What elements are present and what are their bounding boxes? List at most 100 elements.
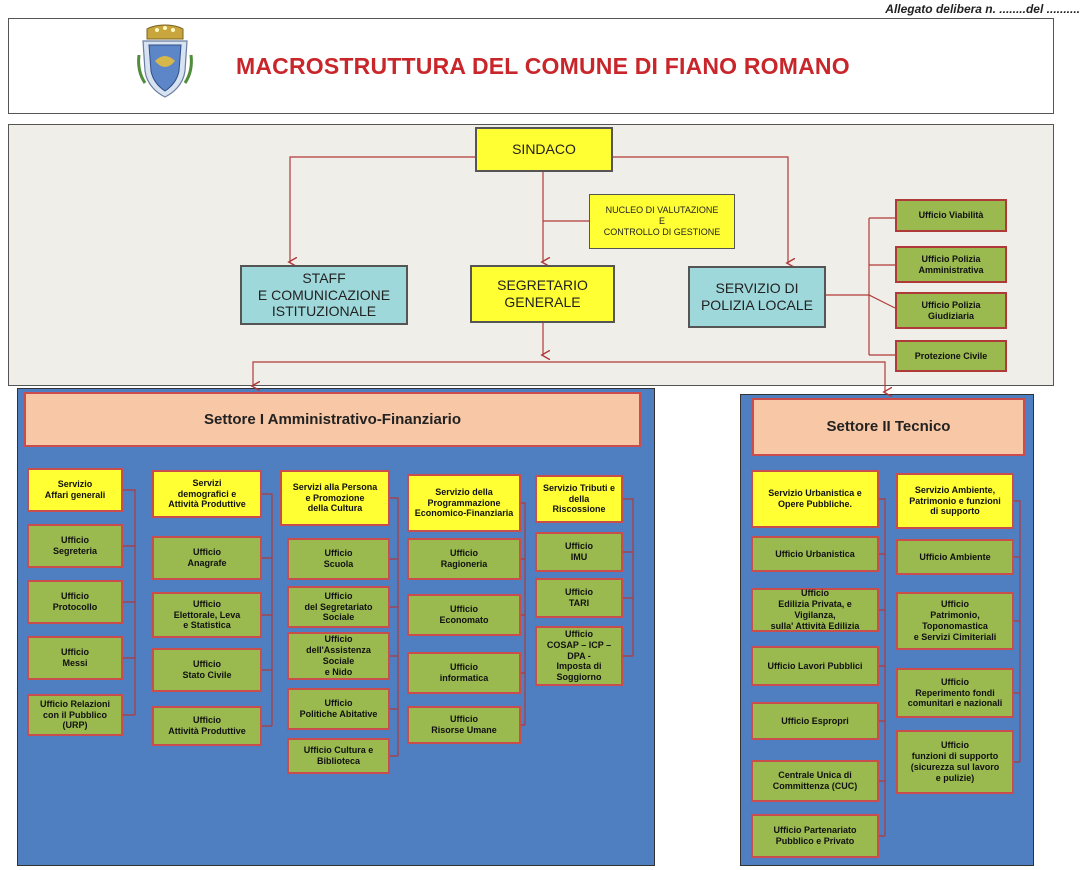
staff-comunicazione-box: STAFF E COMUNICAZIONE ISTITUZIONALE xyxy=(240,265,408,325)
settore-2-header: Settore II Tecnico xyxy=(752,398,1025,456)
office-box-label: Ufficio Economato xyxy=(439,604,489,625)
page-title: MACROSTRUTTURA DEL COMUNE DI FIANO ROMAN… xyxy=(236,53,850,79)
segretario-generale-box: SEGRETARIO GENERALE xyxy=(470,265,615,323)
office-box-label: Ufficio TARI xyxy=(565,587,593,608)
office-box: Ufficio dell'Assistenza Sociale e Nido xyxy=(287,632,390,680)
service-head-box: Servizio della Programmazione Economico-… xyxy=(407,474,521,532)
office-box-label: Ufficio informatica xyxy=(439,662,489,683)
office-box-label: Ufficio Ambiente xyxy=(919,551,991,562)
office-box: Ufficio Edilizia Privata, e Vigilanza, s… xyxy=(751,588,879,632)
office-box-label: Ufficio Risorse Umane xyxy=(431,714,497,735)
office-box: Ufficio Anagrafe xyxy=(152,536,262,580)
office-box-label: Ufficio funzioni di supporto (sicurezza … xyxy=(910,740,1000,783)
service-head-box-label: Servizio Affari generali xyxy=(44,479,106,500)
office-box: Centrale Unica di Committenza (CUC) xyxy=(751,760,879,802)
polizia-office-label: Protezione Civile xyxy=(914,350,988,361)
office-box: Ufficio Politiche Abitative xyxy=(287,688,390,730)
office-box: Ufficio Lavori Pubblici xyxy=(751,646,879,686)
office-box-label: Ufficio Segreteria xyxy=(52,535,98,556)
allegato-note: Allegato delibera n. ........del .......… xyxy=(885,2,1080,16)
office-box: Ufficio informatica xyxy=(407,652,521,694)
office-box-label: Centrale Unica di Committenza (CUC) xyxy=(772,770,858,791)
bracket-line xyxy=(521,502,526,726)
office-box-label: Ufficio Messi xyxy=(61,647,89,668)
office-box: Ufficio funzioni di supporto (sicurezza … xyxy=(896,730,1014,794)
bracket-line xyxy=(1014,500,1021,763)
office-box-label: Ufficio Ragioneria xyxy=(440,548,488,569)
sindaco-box: SINDACO xyxy=(475,127,613,172)
service-head-box: Servizio Affari generali xyxy=(27,468,123,512)
office-box-label: Ufficio Scuola xyxy=(323,548,354,569)
office-box: Ufficio Partenariato Pubblico e Privato xyxy=(751,814,879,858)
office-box: Ufficio Patrimonio, Toponomastica e Serv… xyxy=(896,592,1014,650)
service-head-box: Servizi alla Persona e Promozione della … xyxy=(280,470,390,526)
settore-1-header: Settore I Amministrativo-Finanziario xyxy=(24,392,641,447)
office-box: Ufficio Urbanistica xyxy=(751,536,879,572)
bracket-line xyxy=(623,498,634,657)
office-box: Ufficio Relazioni con il Pubblico (URP) xyxy=(27,694,123,736)
office-box: Ufficio Stato Civile xyxy=(152,648,262,692)
office-box-label: Ufficio Patrimonio, Toponomastica e Serv… xyxy=(913,599,997,642)
office-box: Ufficio IMU xyxy=(535,532,623,572)
bracket-line xyxy=(262,493,273,727)
service-head-box-label: Servizio della Programmazione Economico-… xyxy=(414,486,514,519)
service-head-box-label: Servizio Ambiente, Patrimonio e funzioni… xyxy=(909,484,1001,517)
service-head-box: Servizio Urbanistica e Opere Pubbliche. xyxy=(751,470,879,528)
office-box: Ufficio Ragioneria xyxy=(407,538,521,580)
polizia-office-label: Ufficio Polizia Giudiziaria xyxy=(921,299,981,321)
service-head-box-label: Servizi demografici e Attività Produttiv… xyxy=(168,477,246,510)
service-head-box: Servizi demografici e Attività Produttiv… xyxy=(152,470,262,518)
polizia-label: SERVIZIO DI POLIZIA LOCALE xyxy=(700,280,814,313)
office-box-label: Ufficio Attività Produttive xyxy=(168,715,246,736)
office-box: Ufficio Scuola xyxy=(287,538,390,580)
office-box-label: Ufficio Reperimento fondi comunitari e n… xyxy=(907,676,1003,709)
office-box: Ufficio Economato xyxy=(407,594,521,636)
office-box: Ufficio Ambiente xyxy=(896,539,1014,575)
office-box: Ufficio Elettorale, Leva e Statistica xyxy=(152,592,262,638)
service-head-box: Servizio Ambiente, Patrimonio e funzioni… xyxy=(896,473,1014,529)
office-box: Ufficio Risorse Umane xyxy=(407,706,521,744)
office-box-label: Ufficio del Segretariato Sociale xyxy=(304,590,373,623)
office-box: Ufficio Espropri xyxy=(751,702,879,740)
office-box: Ufficio Protocollo xyxy=(27,580,123,624)
service-head-box: Servizio Tributi e della Riscossione xyxy=(535,475,623,523)
office-box-label: Ufficio Politiche Abitative xyxy=(299,698,378,719)
protezione-civile-box: Protezione Civile xyxy=(895,340,1007,372)
bracket-line xyxy=(390,497,399,757)
polizia-locale-box: SERVIZIO DI POLIZIA LOCALE xyxy=(688,266,826,328)
office-box-label: Ufficio COSAP – ICP – DPA - Imposta di S… xyxy=(546,629,612,683)
office-box-label: Ufficio Urbanistica xyxy=(775,548,855,559)
bracket-line xyxy=(123,489,136,716)
office-box-label: Ufficio Lavori Pubblici xyxy=(767,660,863,671)
office-box-label: Ufficio Espropri xyxy=(781,715,849,726)
office-box-label: Ufficio IMU xyxy=(565,541,593,562)
office-box: Ufficio Segreteria xyxy=(27,524,123,568)
office-box: Ufficio Messi xyxy=(27,636,123,680)
municipal-crest-logo xyxy=(137,24,193,98)
bracket-line xyxy=(879,498,886,837)
office-box-label: Ufficio dell'Assistenza Sociale e Nido xyxy=(306,634,371,677)
office-box-label: Ufficio Protocollo xyxy=(52,591,98,612)
nucleo-valutazione-box: NUCLEO DI VALUTAZIONE E CONTROLLO DI GES… xyxy=(589,194,735,249)
sindaco-label: SINDACO xyxy=(512,141,576,158)
office-box-label: Ufficio Anagrafe xyxy=(187,547,227,568)
office-box: Ufficio TARI xyxy=(535,578,623,618)
staff-label: STAFF E COMUNICAZIONE ISTITUZIONALE xyxy=(257,269,391,320)
office-box: Ufficio del Segretariato Sociale xyxy=(287,586,390,628)
ufficio-polizia-giudiziaria-box: Ufficio Polizia Giudiziaria xyxy=(895,292,1007,329)
office-box: Ufficio Attività Produttive xyxy=(152,706,262,746)
header-panel: MACROSTRUTTURA DEL COMUNE DI FIANO ROMAN… xyxy=(8,18,1054,114)
office-box: Ufficio Reperimento fondi comunitari e n… xyxy=(896,668,1014,718)
segretario-label: SEGRETARIO GENERALE xyxy=(497,277,588,310)
nucleo-label: NUCLEO DI VALUTAZIONE E CONTROLLO DI GES… xyxy=(603,205,721,237)
settore-1-title: Settore I Amministrativo-Finanziario xyxy=(204,410,461,428)
ufficio-polizia-amministrativa-box: Ufficio Polizia Amministrativa xyxy=(895,246,1007,283)
service-head-box-label: Servizio Tributi e della Riscossione xyxy=(542,482,616,515)
ufficio-viabilita-box: Ufficio Viabilità xyxy=(895,199,1007,232)
office-box-label: Ufficio Elettorale, Leva e Statistica xyxy=(173,598,241,631)
office-box: Ufficio Cultura e Biblioteca xyxy=(287,738,390,774)
office-box: Ufficio COSAP – ICP – DPA - Imposta di S… xyxy=(535,626,623,686)
